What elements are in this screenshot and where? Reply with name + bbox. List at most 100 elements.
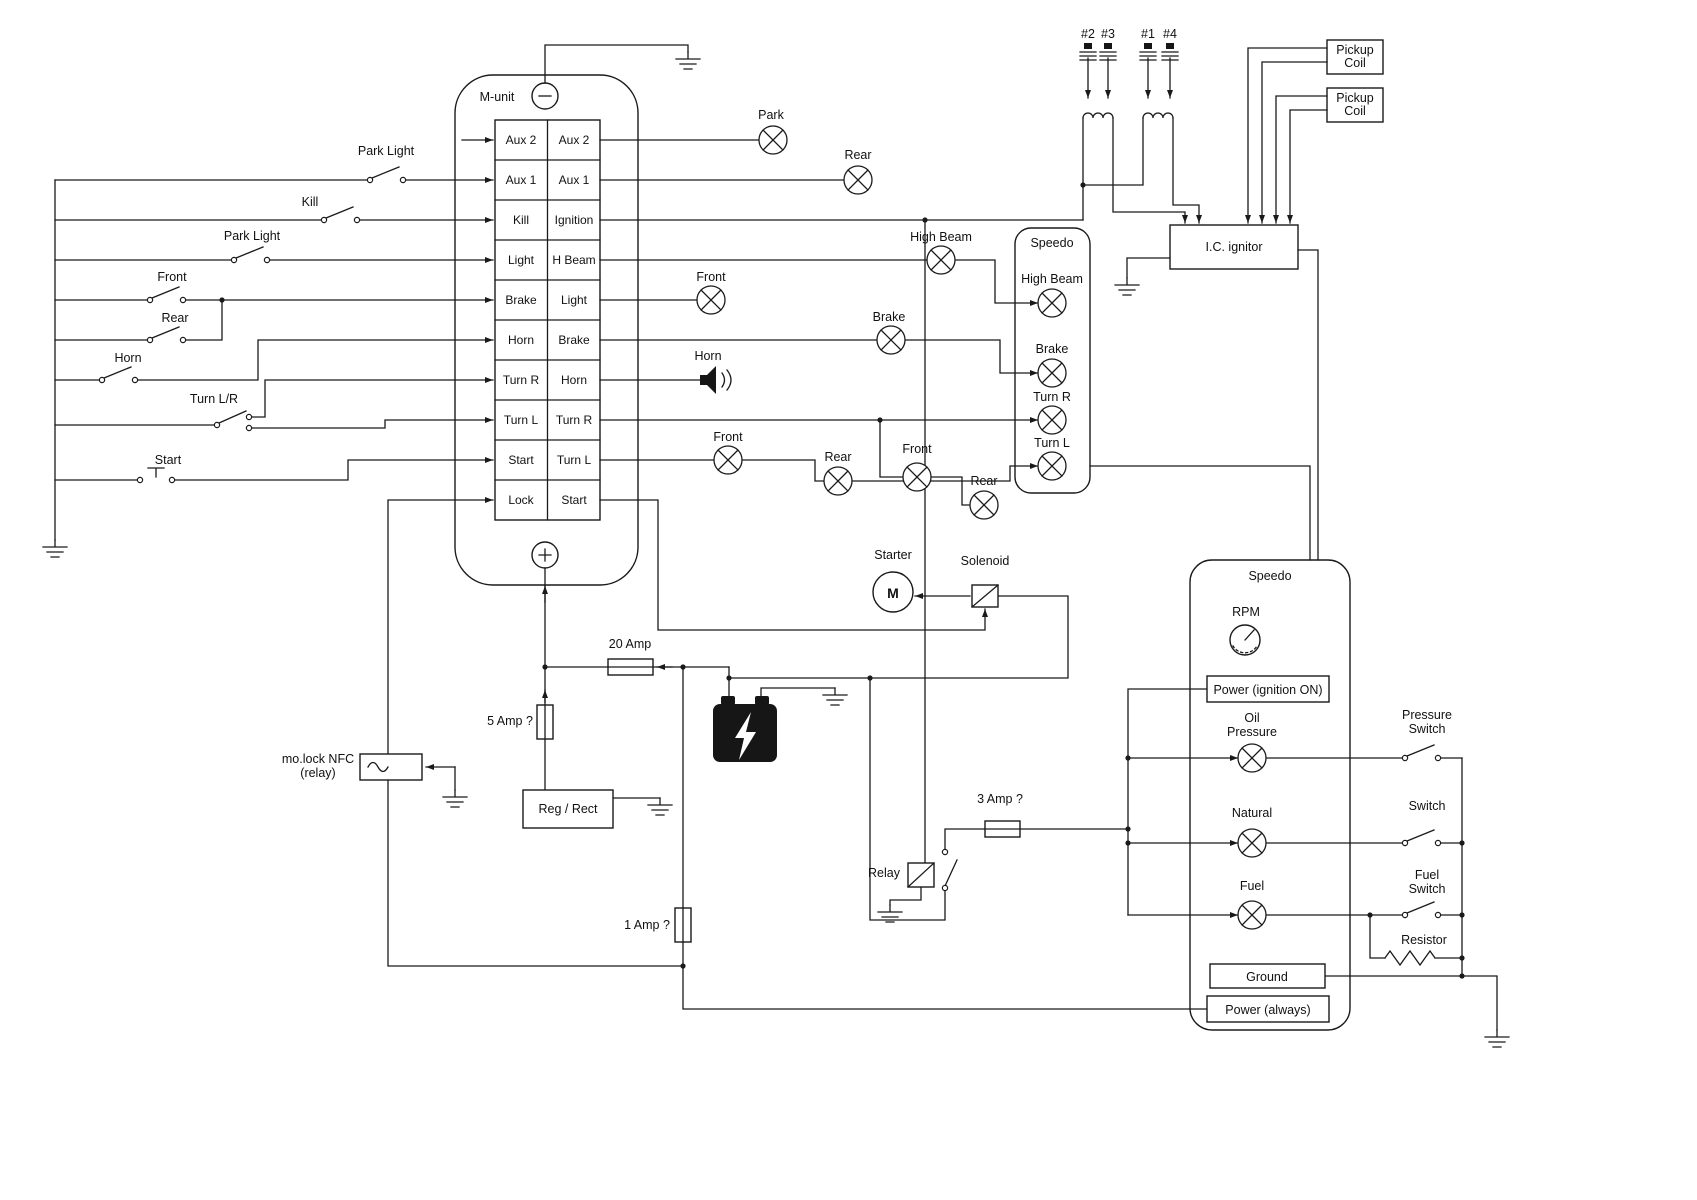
cell-right-6: Horn [561,373,587,387]
neutral-switch-label: Switch [1409,799,1446,813]
turn-switch-icon [213,410,253,432]
front-brake-switch-icon [146,286,187,304]
kill-label: Kill [302,195,319,209]
cell-right-5: Brake [558,333,590,347]
pickup-coil-2-label-b: Coil [1344,104,1366,118]
plug-3-label: #3 [1101,27,1115,41]
fuse-1a-label: 1 Amp ? [624,918,670,932]
ground-box-label: Ground [1246,970,1288,984]
cell-right-8: Turn L [557,453,592,467]
cell-left-1: Aux 1 [506,173,537,187]
start-button-icon [136,467,176,484]
cell-left-2: Kill [513,213,529,227]
solenoid-label: Solenoid [961,554,1010,568]
front-lamp-icon [696,285,726,315]
ground-symbol-ignitor [1114,277,1140,296]
horn-switch-icon [98,366,139,384]
molock-box [359,753,423,781]
cell-right-7: Turn R [556,413,593,427]
relay-icon [907,848,958,892]
horn-speaker-icon [700,366,732,394]
cell-right-3: H Beam [552,253,595,267]
cell-right-2: Ignition [555,213,594,227]
solenoid-icon [971,584,999,608]
turn-l-front-label: Front [713,430,743,444]
ground-symbol-molock [442,789,468,808]
wires [54,44,1498,1031]
cluster-turn-r-label: Turn R [1033,390,1071,404]
fuse-3a-label: 3 Amp ? [977,792,1023,806]
molock-label-1: mo.lock NFC [282,752,354,766]
fuel-switch-icon [1401,901,1442,919]
spark-plug-4-icon [1161,43,1179,61]
turn-l-front-lamp-icon [713,445,743,475]
ground-symbol-left-bus [42,539,68,558]
ground-symbol-munit-top [675,51,701,70]
cell-left-8: Start [508,453,534,467]
turn-l-rear-label: Rear [824,450,851,464]
plug-1-label: #1 [1141,27,1155,41]
turn-r-rear-lamp-icon [969,490,999,520]
starter-motor-icon: M [872,571,914,613]
cluster-turn-l-lamp-icon [1037,451,1067,481]
battery-icon [713,696,777,762]
spark-plug-3-icon [1099,43,1117,61]
oil-pressure-lamp-icon [1237,743,1267,773]
fuse-20a-icon [607,658,654,676]
high-beam-lamp-icon [926,245,956,275]
pressure-switch-label-1: Pressure [1402,708,1452,722]
cluster-brake-lamp-icon [1037,358,1067,388]
rear-lamp-label: Rear [844,148,871,162]
rear-brake-switch-icon [146,326,187,344]
cell-left-6: Turn R [503,373,540,387]
cluster-high-beam-lamp-icon [1037,288,1067,318]
speedo-title: Speedo [1248,569,1291,583]
park-lamp-icon [758,125,788,155]
junction-dots [219,182,1465,979]
ground-symbol-battery [822,687,848,706]
molock-label-2: (relay) [300,766,335,780]
ic-ignitor-box [1169,224,1299,270]
cell-left-3: Light [508,253,535,267]
labels: M-unit Aux 2 Aux 2 Aux 1 Aux 1 Kill Igni… [114,27,1452,1017]
front-lamp-label: Front [696,270,726,284]
rpm-label: RPM [1232,605,1260,619]
plug-4-label: #4 [1163,27,1177,41]
cell-left-0: Aux 2 [506,133,537,147]
neutral-switch-icon [1401,829,1442,847]
pressure-switch-icon [1401,744,1442,762]
natural-lamp-icon [1237,828,1267,858]
plug-2-label: #2 [1081,27,1095,41]
power-always-label: Power (always) [1225,1003,1310,1017]
ic-ignitor-label: I.C. ignitor [1206,240,1263,254]
fuel-lamp-icon [1237,900,1267,930]
fuse-5a-icon [536,704,554,740]
m-unit-box [454,74,639,586]
cell-left-9: Lock [508,493,534,507]
power-ignition-on-box [1206,675,1330,703]
power-always-box [1206,995,1330,1023]
pickup-coil-box-2 [1326,87,1384,123]
cell-left-7: Turn L [504,413,539,427]
start-switch-label: Start [155,453,182,467]
pickup-coil-1-label-a: Pickup [1336,43,1374,57]
fuse-3a-icon [984,820,1021,838]
resistor-label: Resistor [1401,933,1447,947]
pressure-switch-label-2: Switch [1409,722,1446,736]
reg-rect-box [522,789,614,829]
brake-lamp-label: Brake [873,310,906,324]
ignition-coil-1-icon [1082,112,1114,119]
fuel-switch-label-1: Fuel [1415,868,1439,882]
fuse-20a-label: 20 Amp [609,637,651,651]
natural-label: Natural [1232,806,1272,820]
rear-lamp-icon [843,165,873,195]
kill-switch-icon [320,206,361,224]
park-light-label: Park Light [358,144,415,158]
cluster-brake-label: Brake [1036,342,1069,356]
ground-symbol-regrect [647,797,673,816]
fuel-switch-label-2: Switch [1409,882,1446,896]
spark-plug-2-icon [1079,43,1097,61]
park-light2-label: Park Light [224,229,281,243]
